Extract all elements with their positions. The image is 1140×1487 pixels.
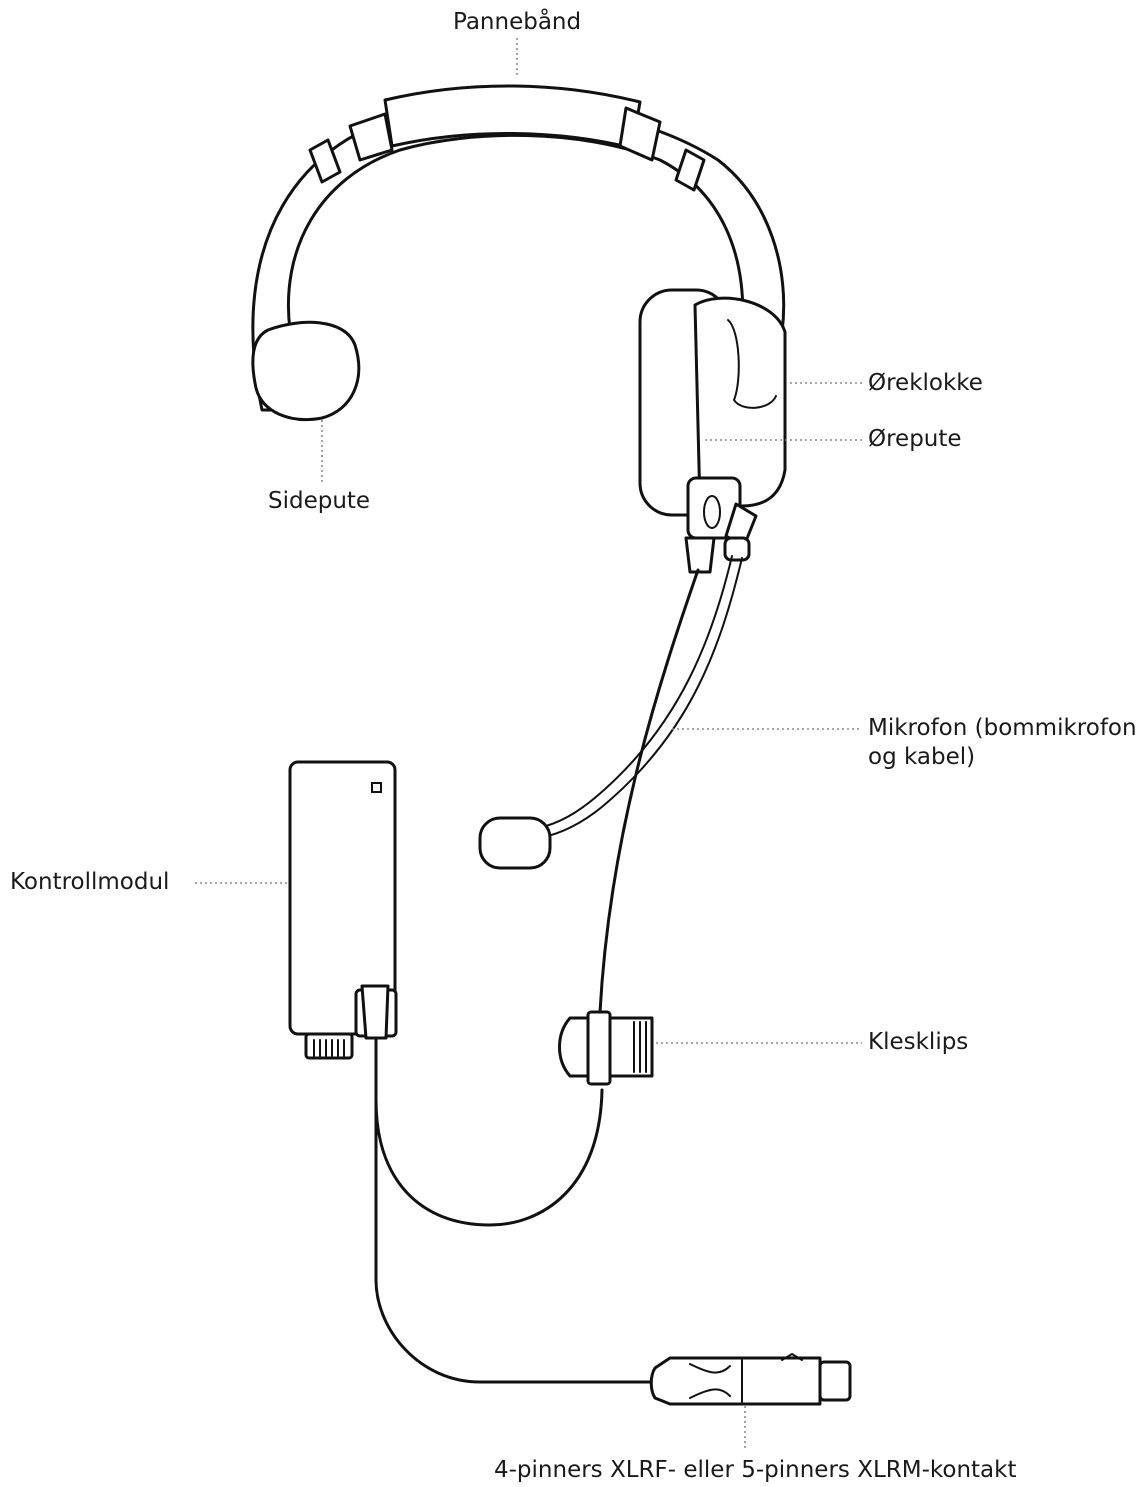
label-connector: 4-pinners XLRF- eller 5-pinners XLRM-kon… bbox=[494, 1457, 1017, 1483]
leader-lines bbox=[195, 38, 862, 1450]
side-pad bbox=[251, 320, 361, 421]
label-headband: Pannebånd bbox=[453, 9, 582, 35]
label-control-module: Kontrollmodul bbox=[10, 869, 170, 895]
xlr-connector bbox=[649, 1352, 852, 1406]
label-microphone: Mikrofon (bommikrofon og kabel) bbox=[868, 715, 1137, 770]
earcup bbox=[684, 296, 787, 574]
clothing-clip bbox=[558, 1010, 654, 1086]
label-ear-cushion: Ørepute bbox=[868, 426, 962, 452]
microphone-boom bbox=[478, 555, 743, 870]
headset-cable bbox=[374, 568, 700, 1384]
headband bbox=[251, 84, 786, 412]
label-clothing-clip: Klesklips bbox=[868, 1029, 969, 1055]
control-module bbox=[288, 760, 398, 1060]
label-side-pad: Sidepute bbox=[268, 488, 371, 514]
label-earcup: Øreklokke bbox=[868, 370, 983, 396]
